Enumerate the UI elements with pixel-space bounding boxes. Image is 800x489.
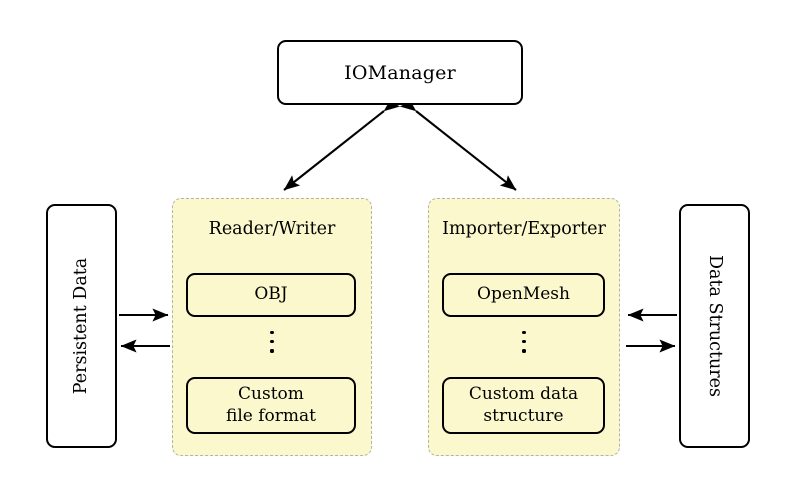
dot-2 [270, 340, 274, 344]
node-obj-label: OBJ [254, 284, 288, 305]
node-openmesh-label: OpenMesh [477, 284, 570, 305]
node-io-manager[interactable]: IOManager [277, 40, 523, 105]
node-data-structures[interactable]: Data Structures [679, 204, 750, 448]
node-persistent-data[interactable]: Persistent Data [46, 204, 117, 448]
group-importer-exporter-title: Importer/Exporter [442, 219, 606, 239]
connector-manager-importer-exporter [399, 96, 517, 191]
node-openmesh[interactable]: OpenMesh [442, 273, 605, 317]
dot-1 [270, 331, 274, 335]
dot-3 [270, 349, 274, 353]
ellipsis-importer-exporter [429, 325, 619, 359]
dot-1 [522, 331, 526, 335]
node-io-manager-label: IOManager [344, 61, 456, 84]
group-reader-writer-title: Reader/Writer [208, 219, 336, 239]
dot-3 [522, 349, 526, 353]
connector-manager-reader-writer [283, 96, 401, 191]
node-persistent-data-label: Persistent Data [71, 257, 92, 395]
node-data-structures-label: Data Structures [704, 255, 725, 397]
ellipsis-reader-writer [173, 325, 371, 359]
dot-2 [522, 340, 526, 344]
node-obj[interactable]: OBJ [186, 273, 356, 317]
